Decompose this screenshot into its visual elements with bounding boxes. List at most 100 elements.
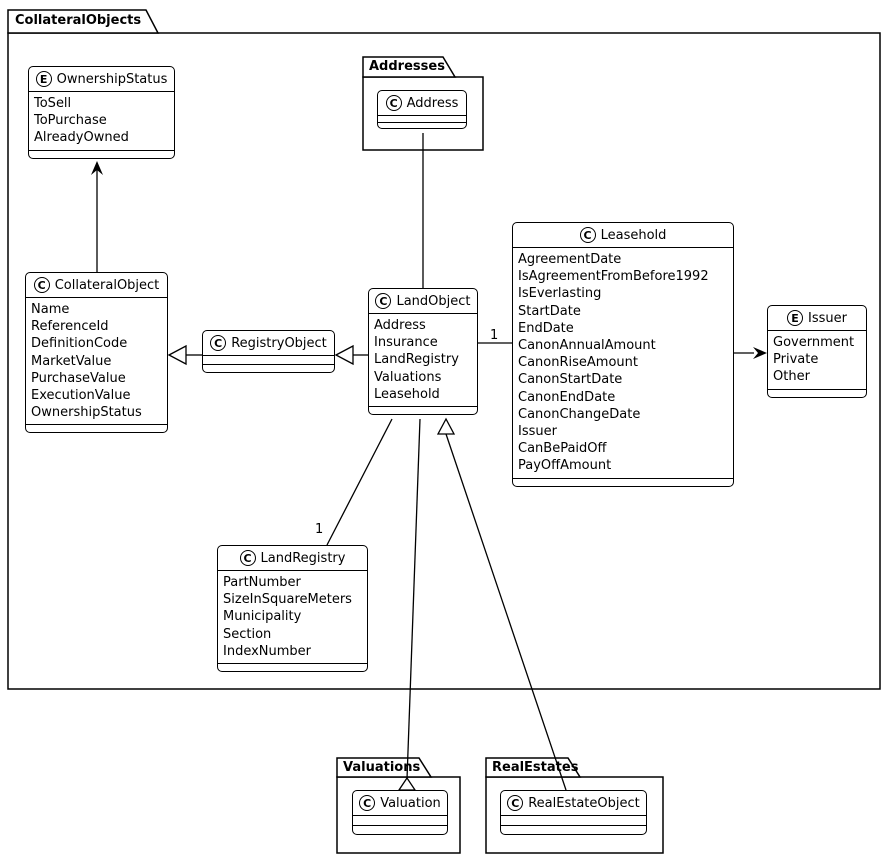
class-stereotype-icon: C bbox=[507, 795, 524, 811]
attribute: SizeInSquareMeters bbox=[223, 592, 352, 608]
class-title: C LandObject bbox=[369, 289, 477, 314]
enum-value: Private bbox=[773, 352, 819, 368]
attribute: LandRegistry bbox=[374, 352, 459, 368]
attribute: MarketValue bbox=[31, 353, 112, 369]
class-realestateobject: C RealEstateObject bbox=[500, 790, 647, 835]
class-leasehold: C Leasehold AgreementDate IsAgreementFro… bbox=[512, 222, 734, 487]
attributes-compartment: Government Private Other bbox=[768, 331, 866, 389]
operations-compartment bbox=[218, 663, 367, 671]
attributes-compartment bbox=[203, 356, 334, 364]
attributes-compartment bbox=[353, 816, 447, 825]
class-title: C RegistryObject bbox=[203, 331, 334, 356]
association-landobject-landregistry bbox=[326, 418, 393, 546]
attribute: Valuations bbox=[374, 369, 442, 385]
multiplicity-label: 1 bbox=[490, 328, 499, 343]
package-tab-collateralobjects bbox=[7, 9, 160, 34]
class-name: LandObject bbox=[396, 293, 471, 309]
attribute: ExecutionValue bbox=[31, 388, 131, 404]
attribute: Leasehold bbox=[374, 386, 440, 402]
class-stereotype-icon: C bbox=[210, 335, 227, 351]
attribute: Address bbox=[374, 318, 426, 333]
class-title: C CollateralObject bbox=[26, 273, 167, 298]
attributes-compartment: PartNumber SizeInSquareMeters Municipali… bbox=[218, 571, 367, 663]
class-name: OwnershipStatus bbox=[56, 71, 168, 87]
class-issuer: E Issuer Government Private Other bbox=[767, 305, 867, 398]
operations-compartment bbox=[353, 825, 447, 834]
class-name: CollateralObject bbox=[54, 277, 160, 293]
attribute: IndexNumber bbox=[223, 643, 312, 659]
operations-compartment bbox=[203, 364, 334, 372]
attribute: CanonEndDate bbox=[518, 389, 616, 405]
operations-compartment bbox=[378, 122, 466, 128]
class-landregistry: C LandRegistry PartNumber SizeInSquareMe… bbox=[217, 545, 368, 673]
class-collateralobject: C CollateralObject Name ReferenceId Defi… bbox=[25, 272, 168, 434]
generalization-realestateobject-landobject bbox=[445, 433, 567, 791]
class-stereotype-icon: C bbox=[385, 95, 402, 111]
class-address: C Address bbox=[377, 90, 467, 129]
class-ownershipstatus: E OwnershipStatus ToSell ToPurchase Alre… bbox=[28, 66, 175, 159]
class-title: E OwnershipStatus bbox=[29, 67, 174, 92]
enum-value: Government bbox=[773, 335, 855, 350]
attribute: Insurance bbox=[374, 335, 438, 351]
package-name-addresses: Addresses bbox=[369, 59, 445, 74]
attribute: Section bbox=[223, 626, 272, 642]
operations-compartment bbox=[26, 424, 167, 432]
attributes-compartment: Address Insurance LandRegistry Valuation… bbox=[369, 314, 477, 406]
class-stereotype-icon: C bbox=[579, 227, 596, 243]
class-stereotype-icon: C bbox=[239, 550, 256, 566]
class-name: Issuer bbox=[808, 310, 847, 326]
attribute: PurchaseValue bbox=[31, 370, 126, 386]
enum-value: AlreadyOwned bbox=[34, 130, 129, 146]
enum-stereotype-icon: E bbox=[35, 71, 52, 87]
class-name: Valuation bbox=[380, 795, 441, 811]
class-landobject: C LandObject Address Insurance LandRegis… bbox=[368, 288, 478, 416]
hollow-triangle-left-icon bbox=[167, 344, 187, 366]
class-title: C Leasehold bbox=[513, 223, 733, 248]
attribute: StartDate bbox=[518, 303, 581, 319]
attributes-compartment: AgreementDate IsAgreementFromBefore1992 … bbox=[513, 248, 733, 478]
class-name: Leasehold bbox=[600, 227, 667, 243]
multiplicity-label: 1 bbox=[315, 522, 324, 537]
class-name: Address bbox=[406, 95, 459, 111]
attributes-compartment bbox=[501, 816, 646, 825]
attributes-compartment: ToSell ToPurchase AlreadyOwned bbox=[29, 92, 174, 150]
enum-value: ToPurchase bbox=[34, 113, 107, 129]
class-stereotype-icon: C bbox=[375, 293, 392, 309]
attribute: CanonAnnualAmount bbox=[518, 338, 656, 354]
class-title: C Valuation bbox=[353, 791, 447, 816]
enum-value: ToSell bbox=[34, 96, 72, 111]
class-title: E Issuer bbox=[768, 306, 866, 331]
operations-compartment bbox=[513, 477, 733, 486]
class-registryobject: C RegistryObject bbox=[202, 330, 335, 373]
operations-compartment bbox=[768, 388, 866, 397]
attribute: CanonStartDate bbox=[518, 372, 623, 388]
attribute: EndDate bbox=[518, 320, 574, 336]
class-name: RegistryObject bbox=[231, 335, 327, 351]
class-name: LandRegistry bbox=[260, 550, 346, 566]
package-name-valuations: Valuations bbox=[343, 760, 421, 775]
package-name-collateralobjects: CollateralObjects bbox=[15, 13, 142, 28]
open-arrowhead-right-icon bbox=[753, 347, 767, 359]
attribute: Municipality bbox=[223, 609, 302, 625]
attribute: Name bbox=[31, 302, 70, 317]
enum-stereotype-icon: E bbox=[787, 310, 804, 326]
attribute: AgreementDate bbox=[518, 252, 622, 267]
operations-compartment bbox=[501, 825, 646, 834]
attribute: ReferenceId bbox=[31, 319, 109, 335]
attribute: IsEverlasting bbox=[518, 286, 602, 302]
class-title: C RealEstateObject bbox=[501, 791, 646, 816]
attribute: IsAgreementFromBefore1992 bbox=[518, 269, 709, 285]
operations-compartment bbox=[369, 406, 477, 414]
hollow-triangle-left-icon bbox=[334, 344, 354, 366]
operations-compartment bbox=[29, 149, 174, 158]
package-name-realestates: RealEstates bbox=[492, 760, 579, 775]
attribute: OwnershipStatus bbox=[31, 405, 142, 421]
enum-value: Other bbox=[773, 369, 810, 385]
attribute: CanonChangeDate bbox=[518, 406, 641, 422]
package-tab-addresses bbox=[362, 56, 457, 78]
class-name: RealEstateObject bbox=[528, 795, 640, 811]
attribute: PayOffAmount bbox=[518, 458, 612, 474]
attribute: DefinitionCode bbox=[31, 336, 128, 352]
class-stereotype-icon: C bbox=[359, 795, 376, 811]
